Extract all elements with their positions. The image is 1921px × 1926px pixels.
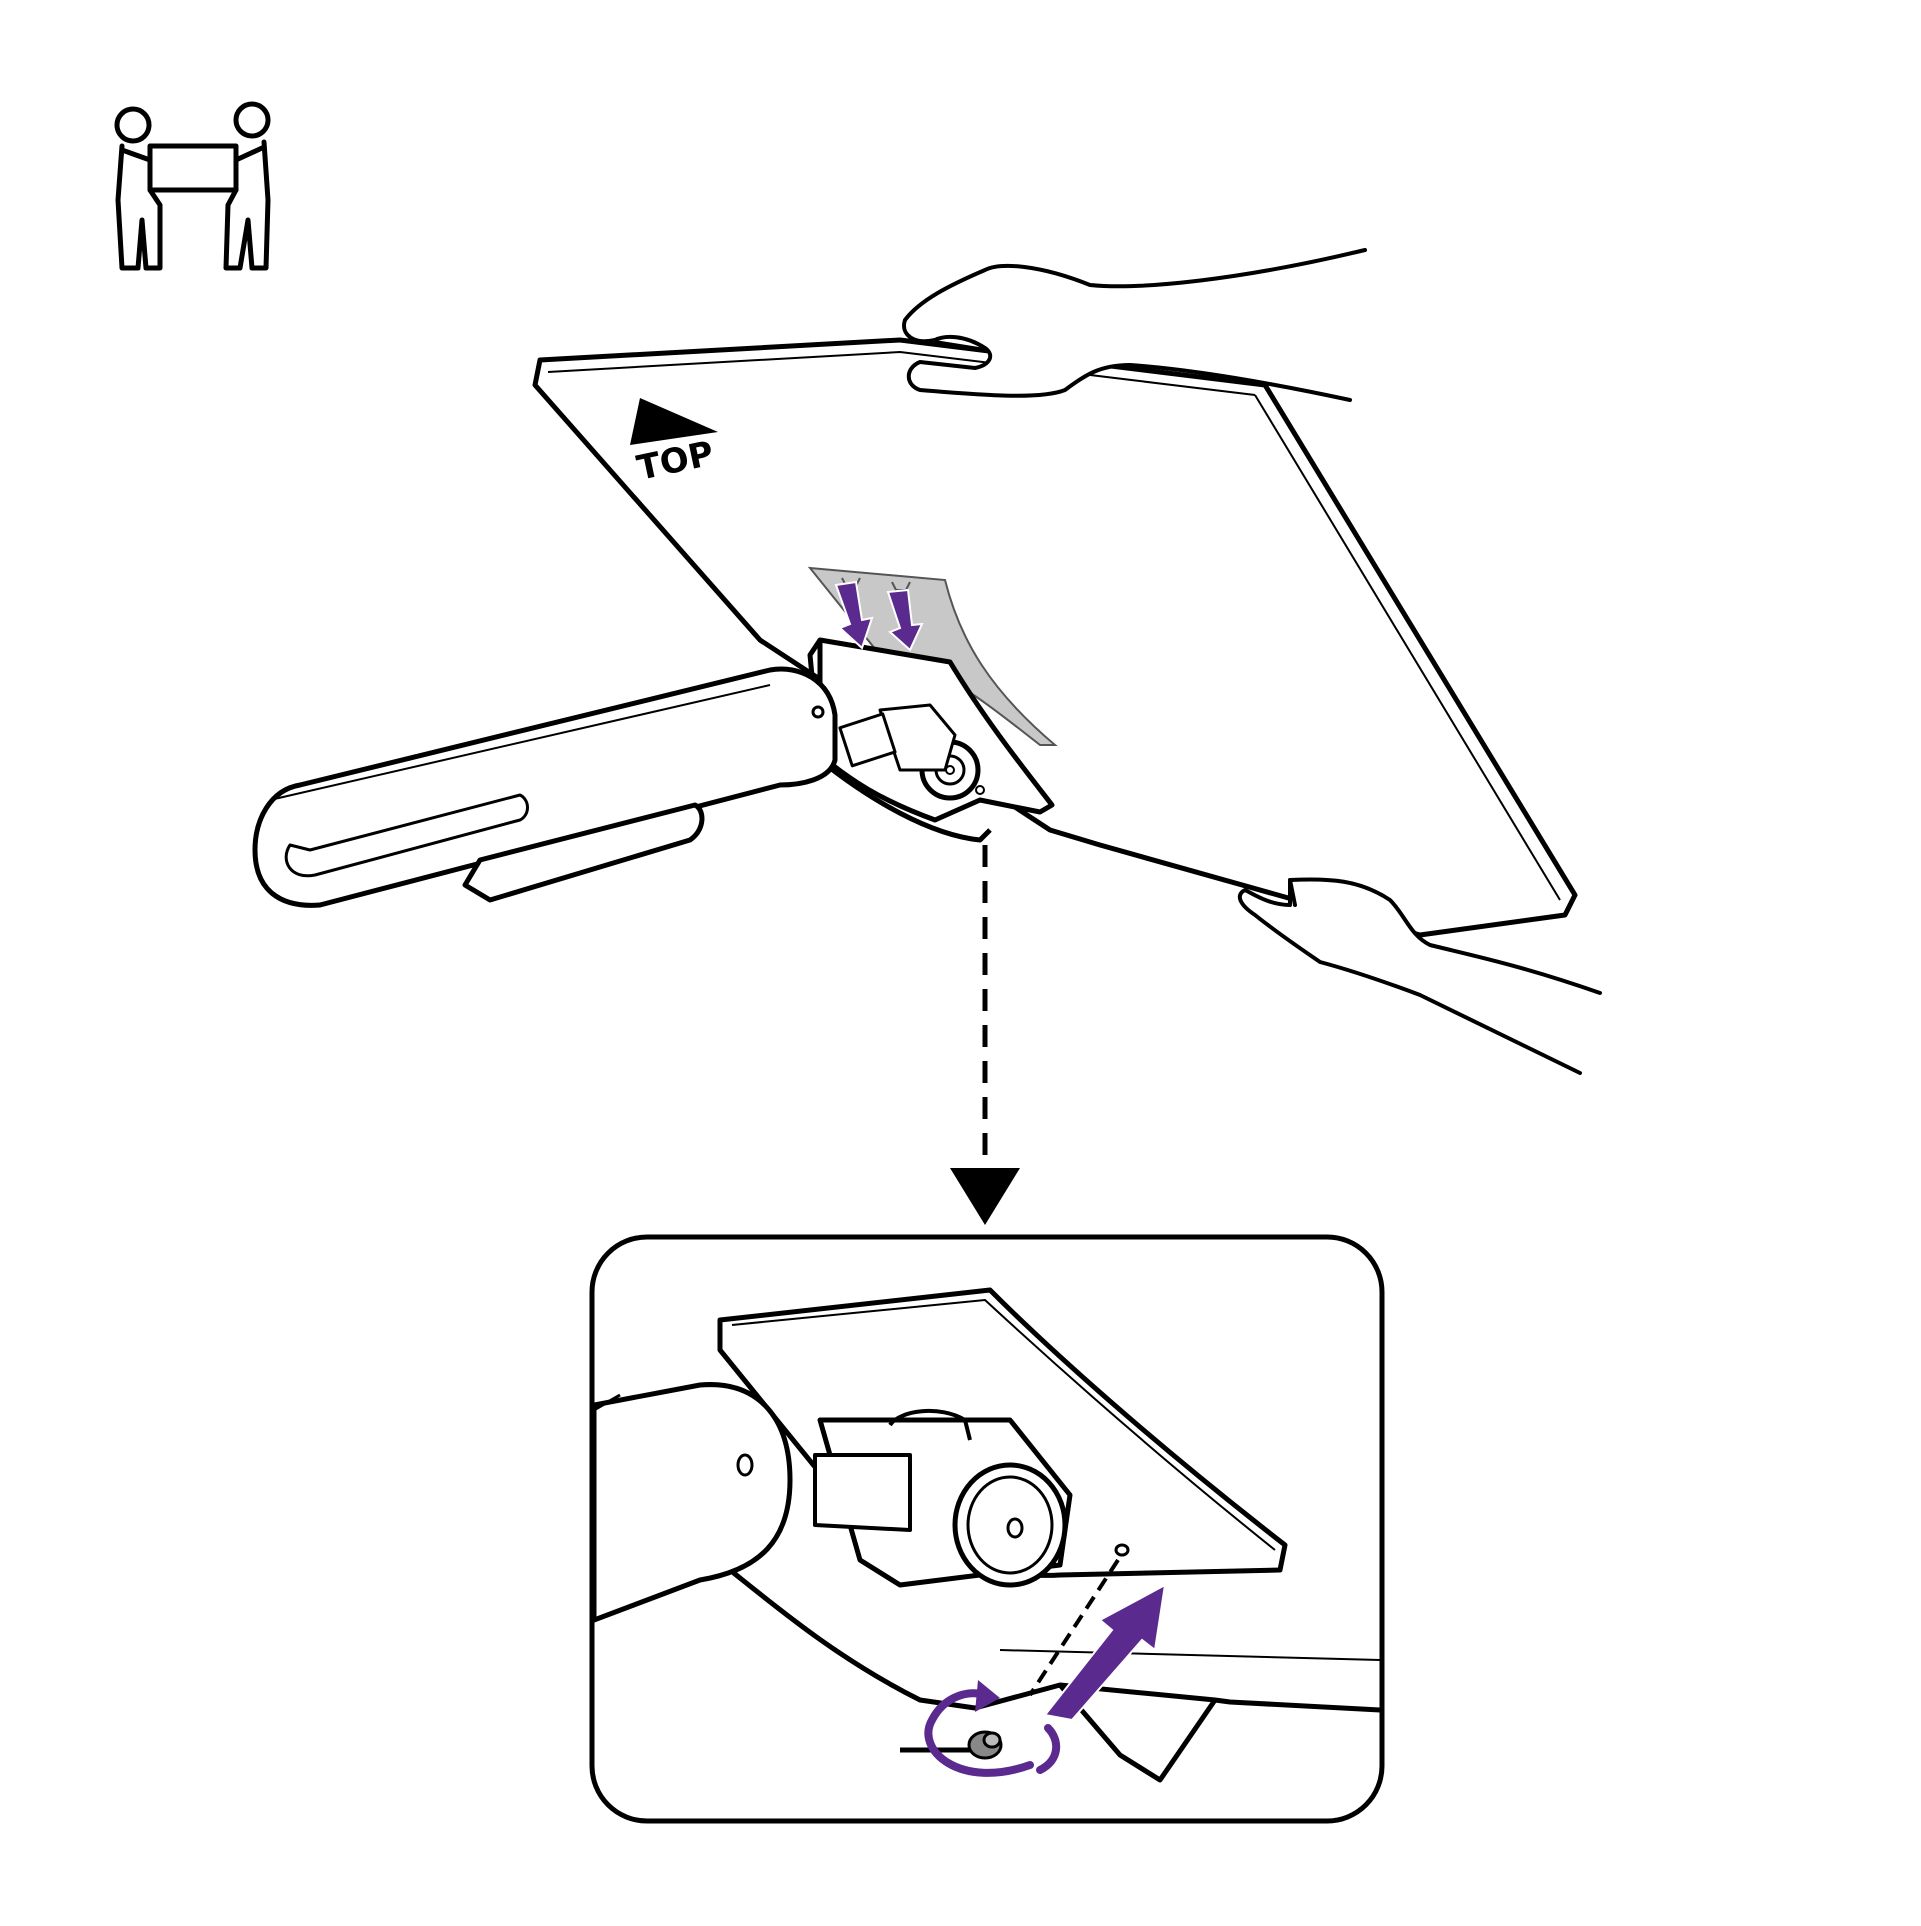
- arrow-down-icon: [834, 580, 924, 652]
- monitor-arm: [252, 666, 838, 908]
- upper-hand: [902, 248, 1367, 402]
- detail-inset: [589, 1234, 1385, 1824]
- triangle-down-icon: [950, 1168, 1020, 1225]
- lower-hand: [1237, 877, 1602, 1075]
- triangle-up-icon: [630, 398, 718, 445]
- thumb-screw: [967, 1730, 1003, 1760]
- arm-bracket: [807, 637, 1055, 843]
- rotate-arrow-icon: [924, 1680, 1061, 1777]
- detail-pointer: [950, 845, 1020, 1225]
- arrow-diagonal-icon: [1043, 1583, 1167, 1722]
- two-person-lift-icon: [114, 101, 271, 271]
- monitor-panel: [532, 337, 1578, 938]
